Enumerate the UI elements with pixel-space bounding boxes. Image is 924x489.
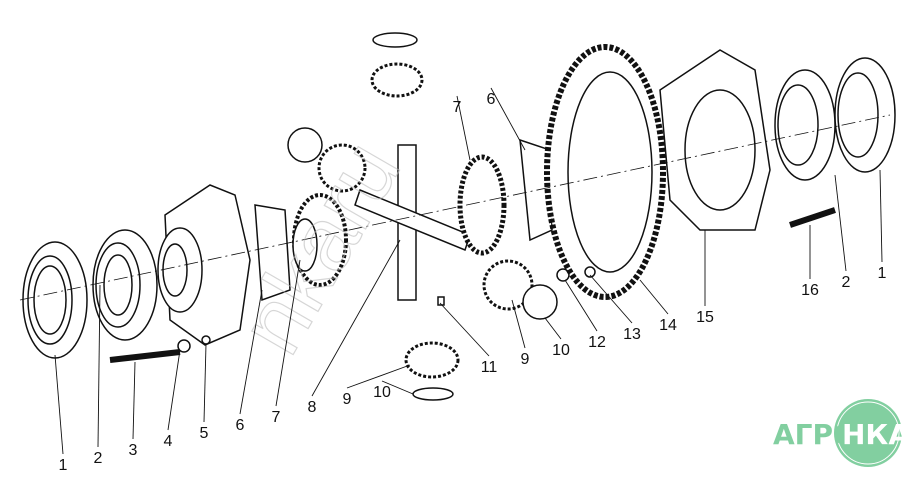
part-label: 13: [623, 326, 641, 343]
leader-line: [346, 364, 411, 389]
pin-5: [201, 335, 211, 345]
washer-4: [177, 339, 191, 353]
washer-top-left: [287, 127, 323, 163]
leader-line: [834, 174, 847, 272]
bearing-1-right: [834, 57, 896, 173]
leader-line: [456, 95, 471, 161]
part-label: 11: [481, 359, 498, 376]
part-label: 2: [842, 274, 851, 291]
part-label: 1: [59, 457, 68, 474]
agronka-logo: АГРО НКА: [773, 399, 910, 467]
centerline: [19, 114, 891, 301]
leader-line: [239, 289, 263, 415]
leader-line: [54, 354, 64, 455]
part-label: 6: [487, 91, 496, 108]
part-label: 7: [453, 99, 462, 116]
bolt-13: [584, 266, 596, 278]
leader-line: [639, 279, 669, 315]
leader-line: [275, 259, 301, 407]
leader-line: [589, 274, 633, 324]
part-label: 4: [164, 433, 173, 450]
part-label: 15: [696, 309, 714, 326]
watermark: nkaru: [221, 125, 420, 370]
logo-text-left: АГРО: [773, 418, 857, 451]
part-label: 14: [659, 317, 677, 334]
leader-line: [167, 349, 181, 431]
bearing-2-right: [774, 69, 836, 181]
ring-gear-14: [544, 44, 666, 300]
leader-line: [439, 302, 490, 357]
part-label: 9: [343, 391, 352, 408]
washer-10-bottom: [412, 387, 454, 401]
washer-10-right: [522, 284, 558, 320]
pinion-gear-9-right: [482, 259, 534, 311]
bolt-3: [109, 349, 181, 363]
part-label: 8: [308, 399, 317, 416]
part-label: 2: [94, 450, 103, 467]
housing-half-right: [659, 49, 771, 231]
part-label: 16: [801, 282, 819, 299]
side-gear-7-right: [457, 154, 507, 256]
part-label: 5: [200, 425, 209, 442]
leader-line: [203, 343, 207, 423]
pinion-gear-top: [370, 32, 424, 98]
part-label: 9: [521, 351, 530, 368]
bearing-2-left: [92, 229, 158, 341]
leader-line: [564, 279, 598, 332]
leader-line: [544, 317, 562, 340]
spider-cross-8: [354, 144, 471, 301]
part-label: 10: [373, 384, 391, 401]
bearing-1-left: [22, 241, 88, 359]
leader-line: [97, 284, 101, 448]
housing-half-left: [157, 184, 251, 346]
side-gear-7-left: [292, 193, 348, 287]
pin-11: [437, 296, 445, 306]
part-label: 12: [588, 334, 606, 351]
bolt-16: [789, 207, 836, 228]
pinion-gear-left: [317, 143, 367, 193]
leader-line: [132, 361, 136, 440]
leader-line: [511, 299, 526, 349]
leader-line: [311, 239, 401, 397]
part-label: 1: [878, 265, 887, 282]
logo-text-right: НКА: [842, 418, 910, 451]
nut-12: [556, 268, 570, 282]
pinion-gear-9-bottom: [404, 341, 460, 379]
part-label: 6: [236, 417, 245, 434]
part-label: 10: [552, 342, 570, 359]
part-label: 7: [272, 409, 281, 426]
leader-line: [381, 380, 414, 395]
thrust-washer-6-left: [254, 204, 291, 302]
thrust-washer-6-right: [519, 138, 553, 242]
part-label: 3: [129, 442, 138, 459]
leader-line: [879, 169, 883, 263]
leader-line: [490, 87, 526, 151]
